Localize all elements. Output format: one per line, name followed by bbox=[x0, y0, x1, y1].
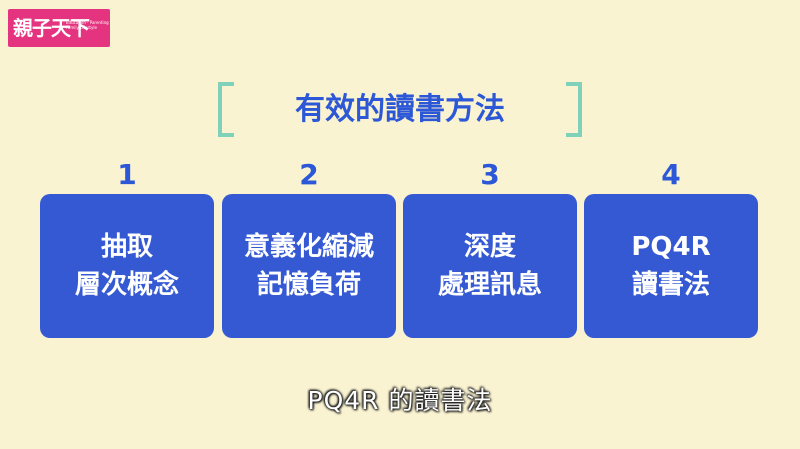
step-card-1: 抽取 層次概念 bbox=[40, 194, 214, 338]
step-card-line: 處理訊息 bbox=[437, 270, 542, 300]
left-bracket bbox=[218, 82, 234, 137]
step-card-line: 記憶負荷 bbox=[256, 270, 361, 300]
step-card-3: 深度 處理訊息 bbox=[403, 194, 577, 338]
logo-text: 親子天下 bbox=[13, 16, 90, 40]
step-card-4: PQ4R 讀書法 bbox=[584, 194, 758, 338]
step-card-line: PQ4R bbox=[631, 232, 711, 262]
brand-logo: 親子天下 Education · Parenting Family Lifest… bbox=[8, 9, 110, 47]
step-card-line: 意義化縮減 bbox=[243, 232, 374, 262]
step-card-line: 讀書法 bbox=[631, 270, 710, 300]
logo-tagline: Education · Parenting Family Lifestyle bbox=[66, 20, 109, 30]
step-number-4: 4 bbox=[661, 158, 681, 191]
step-card-2: 意義化縮減 記憶負荷 bbox=[222, 194, 396, 338]
step-number-1: 1 bbox=[117, 158, 137, 191]
step-card-line: 深度 bbox=[463, 232, 516, 262]
video-caption: PQ4R 的讀書法 bbox=[307, 386, 493, 415]
step-number-3: 3 bbox=[480, 158, 500, 191]
step-card-line: 層次概念 bbox=[74, 270, 179, 300]
step-number-2: 2 bbox=[299, 158, 319, 191]
step-card-line: 抽取 bbox=[100, 232, 153, 262]
slide-title: 有效的讀書方法 bbox=[295, 92, 505, 127]
right-bracket bbox=[566, 82, 582, 137]
